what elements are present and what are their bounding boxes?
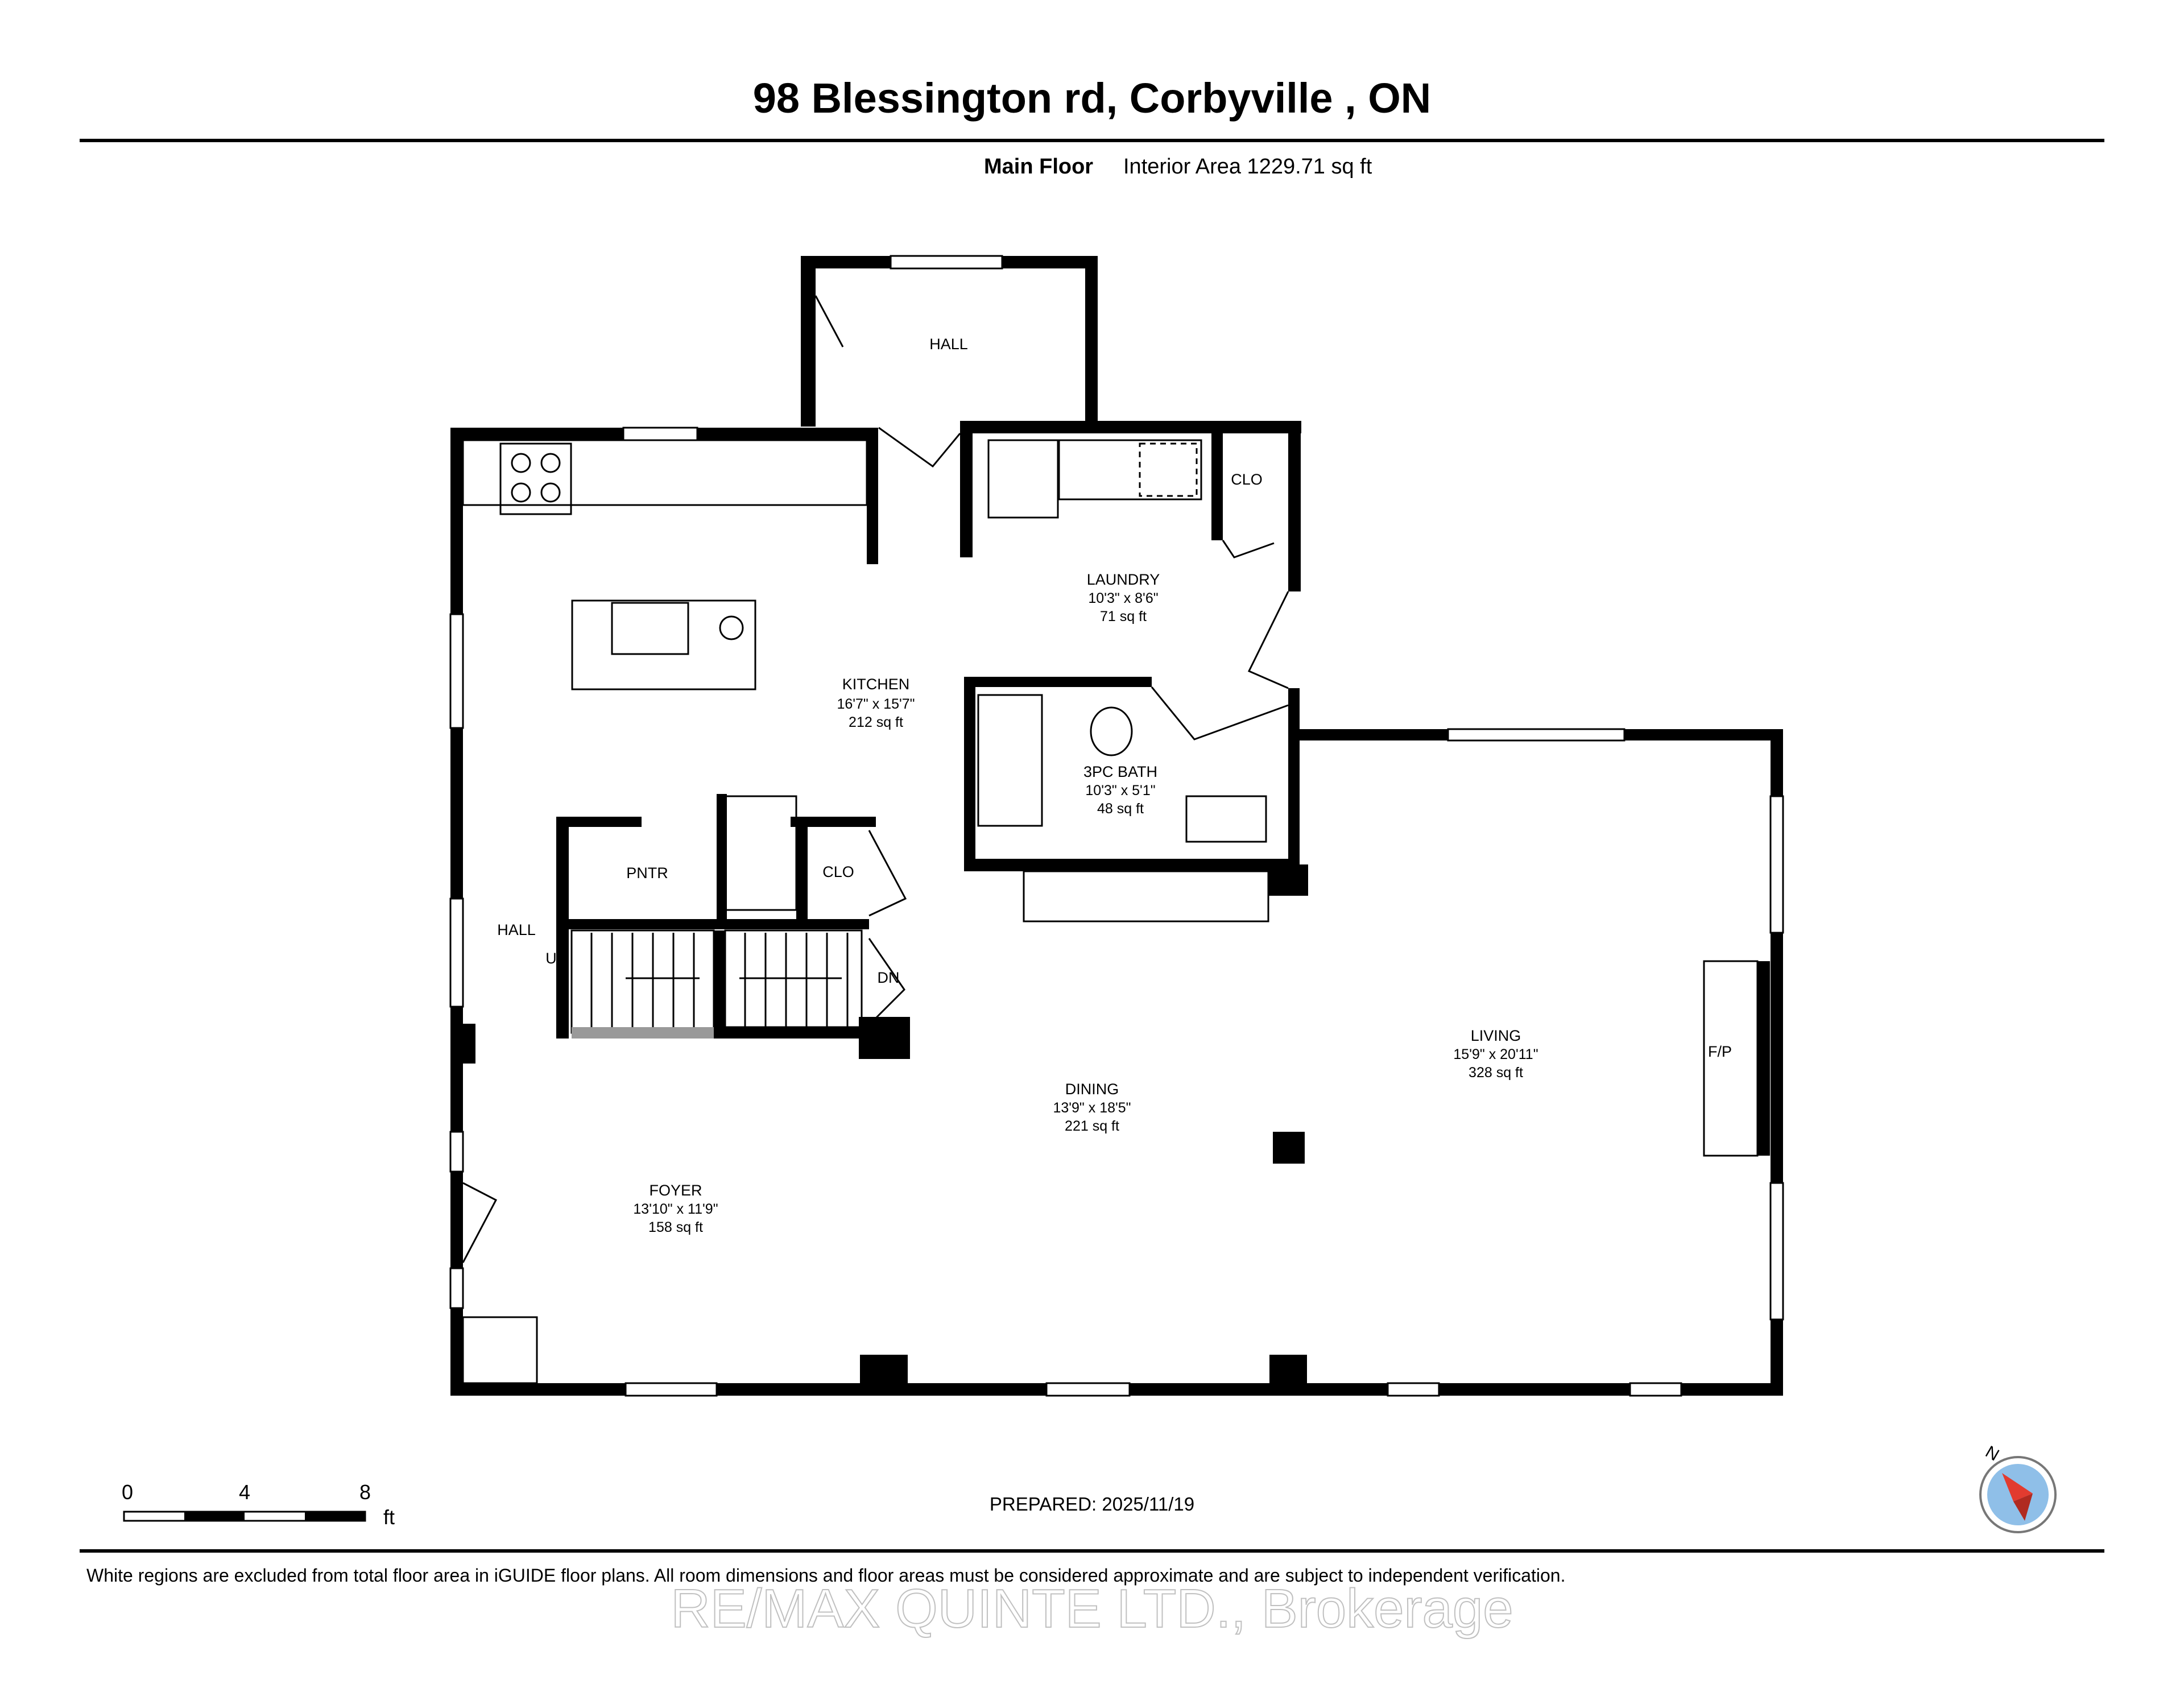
scale-tick-4: 4 (239, 1480, 250, 1504)
room-bath-dims: 10'3" x 5'1" (1085, 783, 1155, 799)
room-dining-dims: 13'9" x 18'5" (1053, 1100, 1131, 1116)
compass-needle-icon (2002, 1473, 2033, 1501)
room-bath-area: 48 sq ft (1097, 801, 1144, 817)
interior-area: Interior Area 1229.71 sq ft (1123, 155, 1372, 179)
compass: N (1979, 1442, 2057, 1533)
room-foyer-name: FOYER (649, 1182, 702, 1199)
room-dining-name: DINING (1065, 1081, 1119, 1098)
fixtures (462, 295, 1759, 1384)
brokerage-watermark: RE/MAX QUINTE LTD., Brokerage (670, 1578, 1513, 1640)
fireplace-label: F/P (1708, 1043, 1732, 1060)
footer-rule (80, 1549, 2104, 1553)
page-title: 98 Blessington rd, Corbyville , ON (752, 75, 1432, 122)
room-bath-name: 3PC BATH (1083, 763, 1157, 780)
room-clo-laundry: CLO (1231, 471, 1263, 488)
room-foyer-area: 158 sq ft (648, 1219, 703, 1235)
room-pantry: PNTR (626, 864, 668, 882)
scale-unit: ft (383, 1505, 395, 1529)
floor-name: Main Floor (984, 155, 1094, 179)
room-living-dims: 15'9" x 20'11" (1453, 1046, 1538, 1062)
room-laundry-dims: 10'3" x 8'6" (1088, 590, 1158, 606)
prepared-date: PREPARED: 2025/11/19 (989, 1493, 1195, 1515)
room-living-name: LIVING (1471, 1027, 1521, 1044)
scale-tick-8: 8 (359, 1480, 371, 1504)
room-kitchen-name: KITCHEN (842, 676, 910, 693)
room-hall-left: HALL (497, 921, 536, 938)
room-clo-stairs: CLO (822, 863, 854, 880)
stairs-down-label: DN (878, 969, 900, 986)
stairs-up-label: UP (545, 950, 567, 967)
scale-tick-0: 0 (122, 1480, 133, 1504)
header-rule (80, 139, 2104, 142)
room-laundry-name: LAUNDRY (1087, 571, 1160, 588)
room-foyer-dims: 13'10" x 11'9" (633, 1201, 718, 1217)
disclaimer: White regions are excluded from total fl… (86, 1565, 1566, 1586)
room-dining-area: 221 sq ft (1065, 1118, 1119, 1134)
windows (449, 255, 1784, 1397)
room-laundry-area: 71 sq ft (1100, 609, 1147, 624)
room-hall-top: HALL (929, 336, 968, 353)
room-living-area: 328 sq ft (1469, 1065, 1523, 1081)
room-kitchen-area: 212 sq ft (849, 714, 903, 730)
scale-bar: 0 4 8 ft (122, 1480, 395, 1529)
room-kitchen-dims: 16'7" x 15'7" (837, 696, 915, 712)
stair-landing (572, 1027, 714, 1039)
